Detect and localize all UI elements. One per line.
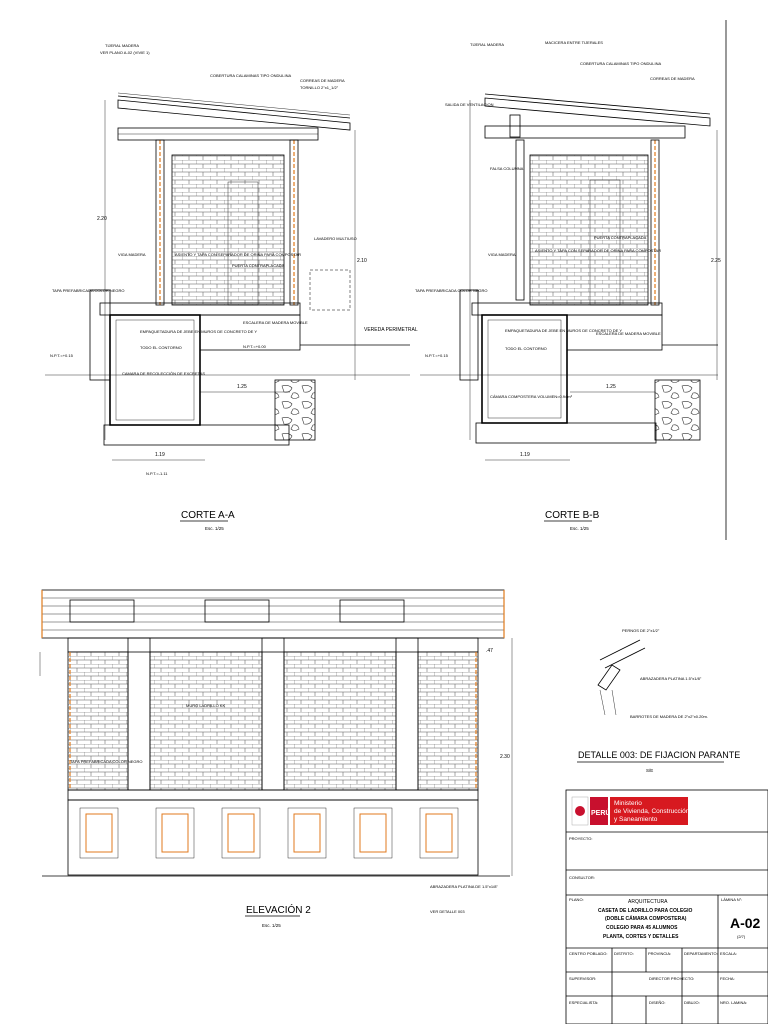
- section-a-scale: Esc. 1/25: [205, 526, 224, 531]
- a-tijeral-label: TIJERAL MADERA: [105, 43, 139, 48]
- elevation-scale: Esc. 1/25: [262, 923, 281, 928]
- section-b-title: CORTE B-B: [545, 510, 600, 521]
- a-vereda-label: VEREDA PERIMETRAL: [364, 327, 418, 333]
- peru-logo-word: PERÚ: [591, 808, 610, 817]
- peru-logo-box: [590, 797, 608, 825]
- plano-desc-3: COLEGIO PARA 45 ALUMNOS: [606, 925, 678, 931]
- b-npt: N.P.T.=+0.15: [425, 353, 449, 358]
- detail-title: DETALLE 003: DE FIJACION PARANTE: [578, 750, 740, 760]
- elevation-drawing: [39, 589, 513, 877]
- section-a-title: CORTE A-A: [181, 510, 235, 521]
- a-correas-label: CORREAS DE MADERA: [300, 78, 345, 83]
- a-viga-label: VIGA MADERA: [118, 252, 146, 257]
- a-asiento-label: ASIENTO Y TAPA CON SEPARADOR DE ORINA PA…: [175, 252, 301, 257]
- lamina-label: LÁMINA N°:: [721, 897, 742, 902]
- ministry-line-3: y Saneamiento: [614, 816, 658, 823]
- b-dim-225: 2.25: [711, 258, 721, 264]
- lamina-value: A-02: [730, 915, 761, 931]
- ministry-logo-box: [610, 797, 688, 825]
- consultor-label: CONSULTOR:: [569, 875, 595, 880]
- disenio-label: DISEÑO:: [649, 1000, 665, 1005]
- b-asiento-label: ASIENTO Y TAPA CON SEPARADOR DE ORINA PA…: [535, 248, 661, 253]
- a-npt2: N.P.T.=+0.00: [243, 344, 267, 349]
- section-b-scale: Esc. 1/25: [570, 526, 589, 531]
- director-label: DIRECTOR PROYECTO:: [649, 976, 694, 981]
- plano-discipline: ARQUITECTURA: [628, 899, 668, 905]
- plano-desc-1: CASETA DE LADRILLO PARA COLEGIO: [598, 908, 693, 914]
- e-ver-label: VER DETALLE 003: [430, 909, 465, 914]
- ministry-line-1: Ministerio: [614, 800, 642, 807]
- e-dim-230: 2.30: [500, 754, 510, 760]
- e-abrazadera-label: ABRAZADERA PLATINA DE 1.5"x1/8": [430, 884, 498, 889]
- a-camara-label: CAMARA DE RECOLECCIÓN DE EXCRETAS: [122, 371, 205, 376]
- supervisor-label: SUPERVISOR:: [569, 976, 596, 981]
- detail-003-drawing: [597, 639, 646, 716]
- a-escalera-label: ESCALERA DE MADERA MOVIBLE: [243, 320, 308, 325]
- a-dim-119: 1.19: [155, 452, 165, 458]
- elevation-title: ELEVACIÓN 2: [246, 903, 311, 916]
- b-escalera-label: ESCALERA DE MADERA MOVIBLE: [596, 331, 661, 336]
- b-tijeral-label: TIJERAL MADERA: [470, 42, 504, 47]
- a-lavadero-label: LAVADERO MULTIUSO: [314, 236, 357, 241]
- detail-scale: S/E: [646, 768, 653, 773]
- a-dim-125: 1.25: [237, 384, 247, 390]
- a-tapa-label: TAPA PREFABRICADA COLOR NEGRO: [52, 288, 125, 293]
- d-pernos-label: PERNOS DE 2"x1/2": [622, 628, 660, 633]
- a-npt1: N.P.T.=+0.15: [50, 353, 74, 358]
- b-viga-label: VIGA MADERA: [488, 252, 516, 257]
- a-empaquetadura-label: EMPAQUETADURA DE JEBE EN MUROS DE CONCRE…: [140, 329, 257, 334]
- a-todo-label: TODO EL CONTORNO: [140, 345, 182, 350]
- b-salida-label: SALIDA DE VENTILACION: [445, 102, 494, 107]
- centro-poblado-label: CENTRO POBLADO:: [569, 951, 607, 956]
- b-dim-119: 1.19: [520, 452, 530, 458]
- d-barrotes-label: BARROTES DE MADERA DE 2"x2"x0.20m.: [630, 714, 708, 719]
- b-camara-label: CÁMARA COMPOSTERA VOLUMEN=0.94m³: [490, 394, 573, 399]
- e-muro-label: MURO LADRILLO KK: [186, 703, 225, 708]
- plano-desc-4: PLANTA, CORTES Y DETALLES: [603, 934, 679, 940]
- fecha-label: FECHA:: [720, 976, 735, 981]
- b-correas-label: CORREAS DE MADERA: [650, 76, 695, 81]
- a-correas-spec: TORNILLO 2"x1_1/2": [300, 85, 339, 90]
- plano-label: PLANO:: [569, 897, 584, 902]
- b-empaquetadura-label: EMPAQUETADURA DE JEBE EN MUROS DE CONCRE…: [505, 328, 622, 333]
- section-a-drawing: [45, 92, 410, 461]
- ministry-line-2: de Vivienda, Construcción: [614, 808, 690, 815]
- b-dim-125: 1.25: [606, 384, 616, 390]
- section-b-drawing: [420, 93, 718, 461]
- a-dim-210: 2.10: [357, 258, 367, 264]
- especialista-label: ESPECIALISTA:: [569, 1000, 598, 1005]
- plano-desc-2: (DOBLE CÁMARA COMPOSTERA): [605, 915, 687, 922]
- a-npt3: N.P.T.=-1.11: [146, 471, 168, 476]
- b-puerta-label: PUERTA CONTRAPLACADA: [594, 235, 647, 240]
- b-cobertura-label: COBERTURA CALAMINAS TIPO ONDULINA: [580, 61, 662, 66]
- shield-emblem-icon: [575, 806, 585, 816]
- escala-label: ESCALA:: [720, 951, 737, 956]
- a-puerta-label: PUERTA CONTRAPLACADA: [232, 263, 285, 268]
- b-todo-label: TODO EL CONTORNO: [505, 346, 547, 351]
- d-abrazadera-label: ABRAZADERA PLATINA 1.5"x1/8": [640, 676, 702, 681]
- a-dim-220: 2.20: [97, 216, 107, 222]
- proyecto-label: PROYECTO:: [569, 836, 593, 841]
- provincia-label: PROVINCIA:: [648, 951, 671, 956]
- b-tapa-label: TAPA PREFABRICADA COLOR NEGRO: [415, 288, 488, 293]
- nro-lamina-label: NRO. LAMINA:: [720, 1000, 747, 1005]
- b-falsa-label: FALSA COLUMNA: [490, 166, 524, 171]
- distrito-label: DISTRITO:: [614, 951, 634, 956]
- dibujo-label: DIBUJO:: [684, 1000, 700, 1005]
- e-tapa-label: TAPA PREFABRICADA COLOR NEGRO: [70, 759, 143, 764]
- e-dim-47: .47: [486, 648, 493, 654]
- title-block: [565, 789, 768, 1024]
- lamina-sub: (2/7): [737, 934, 746, 939]
- a-cobertura-label: COBERTURA CALAMINAS TIPO ONDULINA: [210, 73, 292, 78]
- departamento-label: DEPARTAMENTO:: [684, 951, 718, 956]
- a-ver-plano-label: VER PLANO A-02 (VIVIE 1): [100, 50, 150, 55]
- b-macicera-label: MACICERA ENTRE TIJERALES: [545, 40, 603, 45]
